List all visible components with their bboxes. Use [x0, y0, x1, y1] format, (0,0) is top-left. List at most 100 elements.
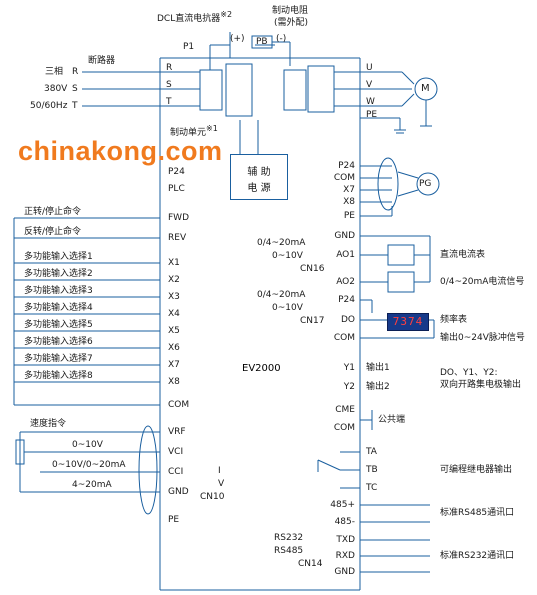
right-terminal: TXD	[336, 535, 355, 545]
command-label: 反转/停止命令	[24, 227, 82, 237]
right-terminal: Y1	[343, 363, 355, 373]
cn14-a: RS232	[274, 533, 304, 543]
command-label: 多功能输入选择2	[24, 269, 93, 279]
right-terminal: TA	[366, 447, 377, 457]
cn10-a: I	[218, 466, 221, 476]
right-terminal: CME	[335, 405, 355, 415]
cn16-b: 0~10V	[272, 251, 303, 261]
command-label: 多功能输入选择3	[24, 286, 93, 296]
brake-unit-label: 制动单元※1	[170, 124, 218, 138]
command-label: 多功能输入选择5	[24, 320, 93, 330]
brake-resistor-label: 制动电阻	[272, 6, 309, 16]
left-terminal: X6	[168, 343, 180, 353]
cn17-name: CN17	[300, 316, 325, 326]
right-terminal: P24	[338, 295, 355, 305]
right-terminal: Y2	[343, 382, 355, 392]
command-label: 多功能输入选择6	[24, 337, 93, 347]
left-terminal: PE	[168, 515, 180, 525]
y2-output-label: 输出2	[366, 382, 390, 392]
aux-power-box: 辅 助 电 源	[230, 154, 288, 200]
voltage-label: 380V	[44, 84, 68, 94]
right-terminal: GND	[334, 567, 355, 577]
cci-range-label: 0~10V/0~20mA	[52, 460, 126, 470]
command-label: 多功能输入选择4	[24, 303, 93, 313]
right-terminal: PE	[343, 211, 355, 221]
rs485-label: 标准RS485通讯口	[440, 508, 515, 518]
command-label: 正转/停止命令	[24, 207, 82, 217]
right-terminal: 485+	[330, 500, 355, 510]
brake-resistor-note: (需外配)	[274, 18, 309, 28]
command-label: 多功能输入选择1	[24, 252, 93, 262]
relay-label: 可编程继电器输出	[440, 465, 513, 475]
ma-range-label: 4~20mA	[72, 480, 112, 490]
ao2-signal-label: 0/4~20mA电流信号	[440, 277, 525, 287]
model-label: EV2000	[242, 363, 281, 374]
input-s: S	[166, 80, 172, 90]
cn17-b: 0~10V	[272, 303, 303, 313]
right-terminal: 485-	[334, 517, 355, 527]
dcl-reactor-label: DCL直流电抗器※2	[157, 10, 233, 24]
aux-power-line2: 电 源	[247, 183, 271, 194]
right-terminal: GND	[334, 231, 355, 241]
power-r: R	[72, 67, 79, 77]
right-terminal: RXD	[335, 551, 355, 561]
p1-label: P1	[183, 42, 195, 52]
right-terminal: P24	[338, 161, 355, 171]
cn14-b: RS485	[274, 546, 304, 556]
power-s: S	[72, 84, 78, 94]
cn10-b: V	[218, 479, 225, 489]
left-terminal: REV	[168, 233, 187, 243]
do-note: DO、Y1、Y2:	[440, 368, 498, 378]
left-terminal: X2	[168, 275, 180, 285]
right-terminal: COM	[333, 423, 355, 433]
output-v: V	[366, 80, 373, 90]
power-t: T	[72, 101, 78, 111]
pulse-label: 输出0~24V脉冲信号	[440, 333, 525, 343]
left-terminal: X7	[168, 360, 180, 370]
left-terminal: FWD	[168, 213, 190, 223]
left-terminal: PLC	[168, 184, 185, 194]
freq-meter-label: 频率表	[440, 315, 468, 325]
right-terminal: AO2	[336, 277, 355, 287]
pg-label: PG	[419, 179, 432, 189]
right-terminal: COM	[333, 333, 355, 343]
left-terminal: X3	[168, 292, 180, 302]
y1-output-label: 输出1	[366, 363, 390, 373]
left-terminal: VCI	[168, 447, 184, 457]
right-terminal: X8	[343, 197, 355, 207]
do-note-2: 双向开路集电极输出	[440, 380, 522, 390]
output-u: U	[366, 63, 373, 73]
cn10-name: CN10	[200, 492, 225, 502]
input-r: R	[166, 63, 173, 73]
left-terminal: X8	[168, 377, 180, 387]
cn16-name: CN16	[300, 264, 325, 274]
command-label: 多功能输入选择8	[24, 371, 93, 381]
plus-label: (+)	[230, 34, 245, 44]
ao1-meter-label: 直流电流表	[440, 250, 486, 260]
right-terminal: COM	[333, 173, 355, 183]
left-terminal: GND	[168, 487, 189, 497]
left-terminal: CCI	[168, 467, 184, 477]
freq-label: 50/60Hz	[30, 101, 68, 111]
frequency-display: 7374	[387, 313, 429, 331]
aux-power-line1: 辅 助	[247, 167, 271, 178]
output-w: W	[366, 97, 375, 107]
command-label: 多功能输入选择7	[24, 354, 93, 364]
left-terminal: P24	[168, 167, 185, 177]
right-terminal: TB	[366, 465, 378, 475]
left-terminal: X5	[168, 326, 180, 336]
left-terminal: VRF	[168, 427, 186, 437]
rs232-label: 标准RS232通讯口	[440, 551, 515, 561]
left-terminal: X4	[168, 309, 180, 319]
common-label: 公共端	[378, 415, 406, 425]
speed-command-label: 速度指令	[30, 419, 67, 429]
cn14-name: CN14	[298, 559, 323, 569]
right-terminal: AO1	[336, 250, 355, 260]
output-pe: PE	[366, 110, 378, 120]
vci-range-label: 0~10V	[72, 440, 103, 450]
right-terminal: X7	[343, 185, 355, 195]
minus-label: (-)	[276, 34, 287, 44]
right-terminal: DO	[340, 315, 355, 325]
